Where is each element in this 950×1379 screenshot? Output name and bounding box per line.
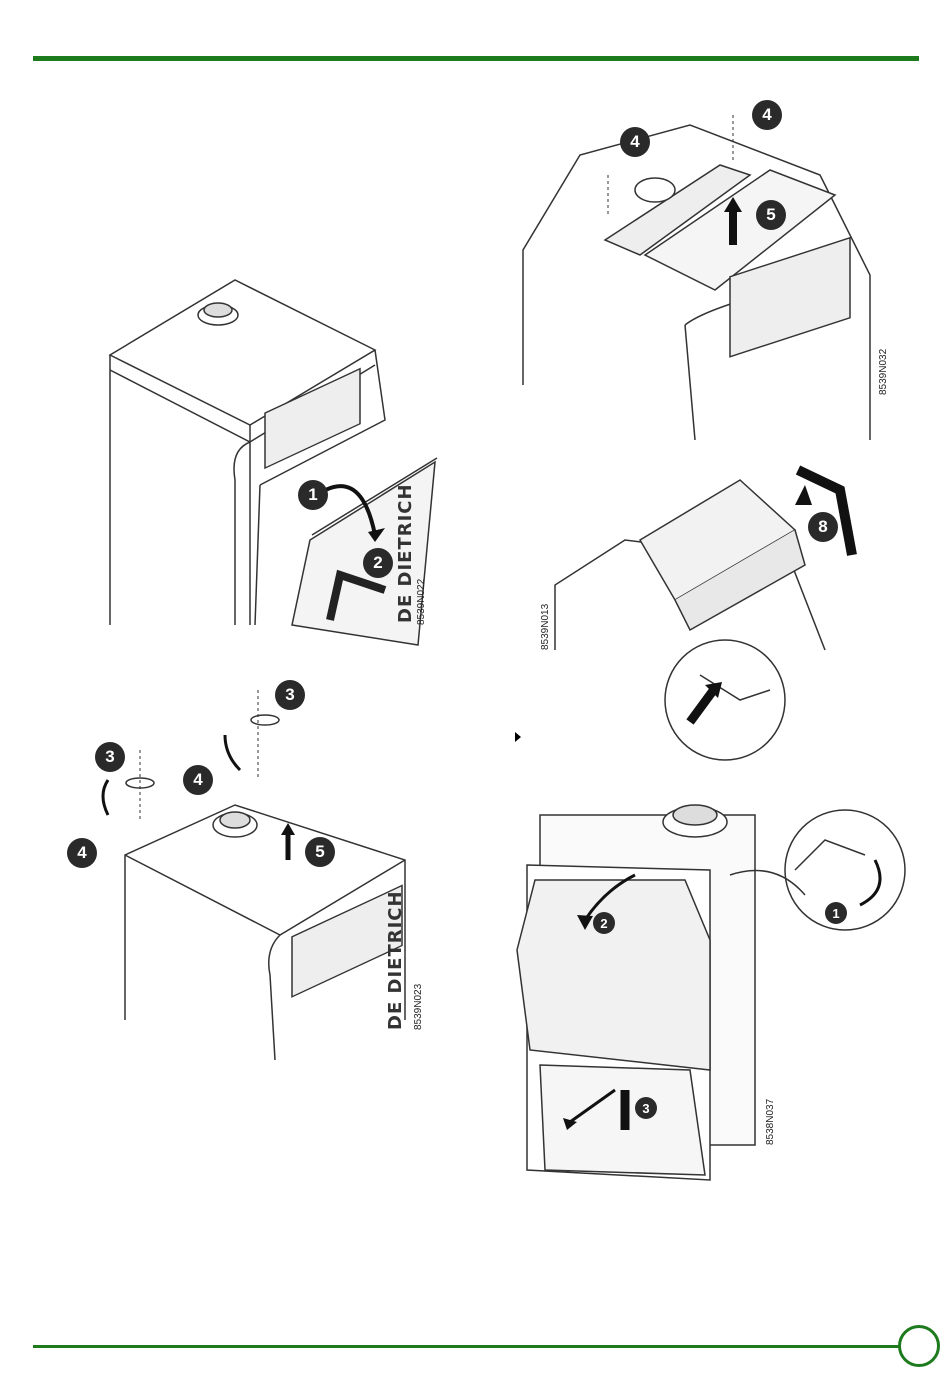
- brand-logo: DE DIETRICH: [385, 890, 406, 1030]
- figure-code: 8539N013: [540, 604, 551, 650]
- step-badge-2: 2: [593, 912, 615, 934]
- step-badge-4a: 4: [67, 838, 97, 868]
- inner-cover-illustration: [505, 800, 905, 1200]
- figure-front-cover-removal: 1 2 3 8538N037: [505, 800, 905, 1200]
- step-badge-2: 2: [363, 548, 393, 578]
- step-badge-5: 5: [756, 200, 786, 230]
- figure-code: 8539N022: [416, 579, 427, 625]
- bottom-green-rule: [33, 1345, 900, 1348]
- brand-logo: DE DIETRICH: [395, 483, 416, 623]
- figure-top-cover-removal: 4 4 5 8539N032: [520, 95, 890, 440]
- step-badge-4a: 4: [620, 127, 650, 157]
- top-cover-illustration: [520, 95, 890, 440]
- figure-front-panel-removal: 1 2 DE DIETRICH 8539N022: [100, 270, 460, 660]
- step-badge-5: 5: [305, 837, 335, 867]
- control-panel-illustration: [540, 460, 870, 730]
- step-badge-4b: 4: [183, 765, 213, 795]
- figure-control-panel-tilt: 8 8539N013: [540, 460, 870, 730]
- step-badge-3: 3: [635, 1097, 657, 1119]
- page-number-circle: [898, 1325, 940, 1367]
- boiler-top-illustration: [60, 675, 430, 1070]
- step-badge-1: 1: [825, 902, 847, 924]
- bullet-marker: [515, 732, 521, 742]
- top-green-rule: [33, 56, 919, 61]
- step-badge-4b: 4: [752, 100, 782, 130]
- step-badge-3b: 3: [275, 680, 305, 710]
- step-badge-3a: 3: [95, 742, 125, 772]
- figure-code: 8538N037: [765, 1099, 776, 1145]
- step-badge-1: 1: [298, 480, 328, 510]
- figure-code: 8539N023: [413, 984, 424, 1030]
- figure-top-removal-screws: 3 3 4 4 5 DE DIETRICH 8539N023: [60, 675, 430, 1070]
- step-badge-8: 8: [808, 512, 838, 542]
- figure-code: 8539N032: [878, 349, 889, 395]
